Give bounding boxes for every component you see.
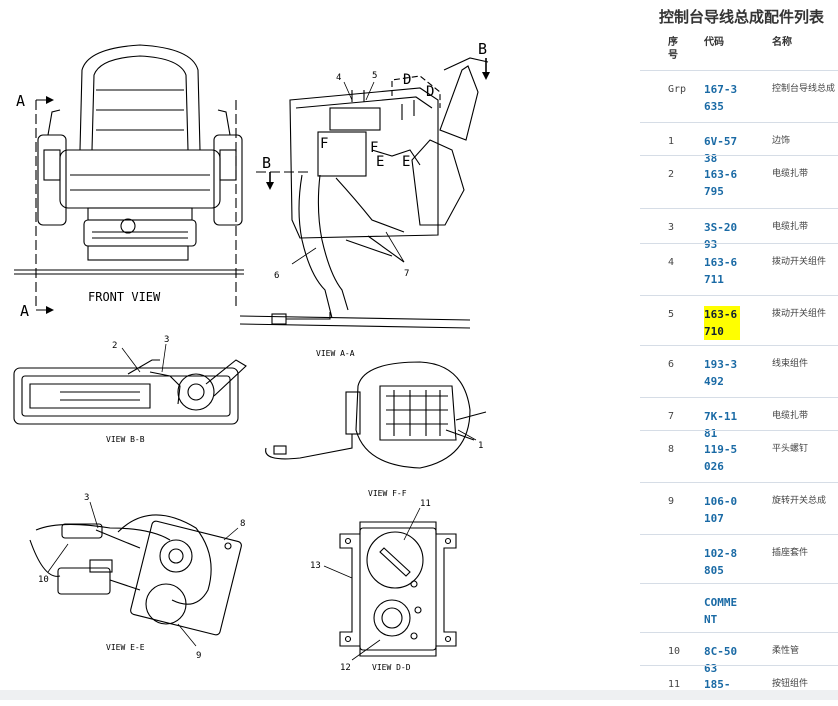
view-ff-label: VIEW F-F xyxy=(368,489,407,498)
part-code-link[interactable]: 167-3635 xyxy=(704,83,738,113)
view-aa-drawing xyxy=(239,57,489,329)
part-name: 电缆扎带 xyxy=(772,221,809,231)
part-code-link[interactable]: 119-5026 xyxy=(704,443,738,473)
column-header-name: 名称 xyxy=(772,37,792,48)
section-letter-d-1: D xyxy=(403,72,411,88)
callout-1: 1 xyxy=(478,441,483,451)
callout-12: 12 xyxy=(340,663,351,673)
column-header-code: 代码 xyxy=(704,37,724,48)
column-header-no: 序号 xyxy=(668,37,678,61)
part-code-link[interactable]: 185- xyxy=(704,678,731,691)
callout-9: 9 xyxy=(196,651,201,661)
table-row: 102-8805 插座套件 xyxy=(640,534,838,584)
row-number: 5 xyxy=(668,309,675,320)
section-letter-d-2: D xyxy=(426,84,434,100)
row-number: 7 xyxy=(668,411,675,422)
table-row: COMMENT xyxy=(640,583,838,633)
part-code-link[interactable]: 106-0107 xyxy=(704,495,738,525)
section-arrows xyxy=(46,72,490,314)
row-number: 10 xyxy=(668,646,681,657)
part-code-link[interactable]: 163-6710 xyxy=(704,306,740,340)
section-letter-e-2: E xyxy=(402,154,410,170)
front-view-seat xyxy=(14,44,244,311)
callout-8: 8 xyxy=(240,519,245,529)
part-code-link[interactable]: 3S-2093 xyxy=(704,221,738,251)
part-name: 拨动开关组件 xyxy=(772,308,827,318)
callout-5: 5 xyxy=(372,71,377,81)
table-row: Grp 167-3635 控制台导线总成 xyxy=(640,70,838,123)
table-row: 6 193-3492 线束组件 xyxy=(640,345,838,398)
part-name: 旋转开关总成 xyxy=(772,495,827,505)
view-dd-label: VIEW D-D xyxy=(372,663,411,672)
part-code-link[interactable]: COMMENT xyxy=(704,596,738,626)
section-letter-f-1: F xyxy=(320,136,328,152)
row-number: 3 xyxy=(668,222,675,233)
row-number: Grp xyxy=(668,84,687,95)
part-code-link[interactable]: 102-8805 xyxy=(704,547,738,577)
section-letter-e-1: E xyxy=(376,154,384,170)
part-code-link[interactable]: 163-6711 xyxy=(704,256,738,286)
part-name: 线束组件 xyxy=(772,358,809,368)
section-letter-a-bottom: A xyxy=(20,302,29,320)
part-name: 平头螺钉 xyxy=(772,443,809,453)
row-number: 9 xyxy=(668,496,675,507)
parts-list-panel: 控制台导线总成配件列表 序号 代码 名称 Grp 167-3635 控制台导线总成 1… xyxy=(640,0,838,700)
part-name: 柔性管 xyxy=(772,645,800,655)
row-number: 2 xyxy=(668,169,675,180)
section-letter-f-2: F xyxy=(370,140,378,156)
view-bb-drawing xyxy=(13,359,247,425)
bottom-scroll-strip xyxy=(0,690,838,700)
callout-11: 11 xyxy=(420,499,431,509)
row-number: 11 xyxy=(668,679,681,690)
part-code-link[interactable]: 163-6795 xyxy=(704,168,738,198)
callout-7: 7 xyxy=(404,269,409,279)
table-row: 4 163-6711 拨动开关组件 xyxy=(640,243,838,296)
row-number: 8 xyxy=(668,444,675,455)
table-row: 9 106-0107 旋转开关总成 xyxy=(640,482,838,535)
section-letter-b-left: B xyxy=(262,154,271,172)
row-number: 4 xyxy=(668,257,675,268)
table-row: 2 163-6795 电缆扎带 xyxy=(640,155,838,209)
leader-lines xyxy=(47,81,477,661)
view-ee-drawing xyxy=(29,514,242,636)
parts-list-title: 控制台导线总成配件列表 xyxy=(659,8,825,26)
part-name: 按钮组件 xyxy=(772,678,809,688)
front-view-label: FRONT VIEW xyxy=(88,290,161,304)
part-name: 插座套件 xyxy=(772,547,809,557)
table-row: 11 185- 按钮组件 xyxy=(640,665,838,706)
callout-3-bb: 3 xyxy=(164,335,169,345)
part-code-link[interactable]: 193-3492 xyxy=(704,358,738,388)
table-row: 5 163-6710 拨动开关组件 xyxy=(640,295,838,346)
parts-diagram: FRONT VIEW VIEW A-A VIEW B-B VIEW F-F VI… xyxy=(13,40,490,673)
row-number: 1 xyxy=(668,136,675,147)
part-name: 边饰 xyxy=(772,135,791,145)
callout-3-ee: 3 xyxy=(84,493,89,503)
part-name: 电缆扎带 xyxy=(772,410,809,420)
callout-13: 13 xyxy=(310,561,321,571)
view-bb-label: VIEW B-B xyxy=(106,435,145,444)
callout-6: 6 xyxy=(274,271,279,281)
callout-4: 4 xyxy=(336,73,341,83)
callout-2: 2 xyxy=(112,341,117,351)
callout-10: 10 xyxy=(38,575,49,585)
view-ff-drawing xyxy=(265,361,487,469)
part-name: 控制台导线总成 xyxy=(772,83,836,93)
view-ee-label: VIEW E-E xyxy=(106,643,145,652)
table-row: 3 3S-2093 电缆扎带 xyxy=(640,208,838,251)
row-number: 6 xyxy=(668,359,675,370)
view-dd-drawing xyxy=(339,521,457,657)
section-letter-a-top: A xyxy=(16,92,25,110)
table-row: 8 119-5026 平头螺钉 xyxy=(640,430,838,483)
part-name: 电缆扎带 xyxy=(772,168,809,178)
section-letter-b-top: B xyxy=(478,40,487,58)
view-aa-label: VIEW A-A xyxy=(316,349,355,358)
part-name: 拨动开关组件 xyxy=(772,256,827,266)
